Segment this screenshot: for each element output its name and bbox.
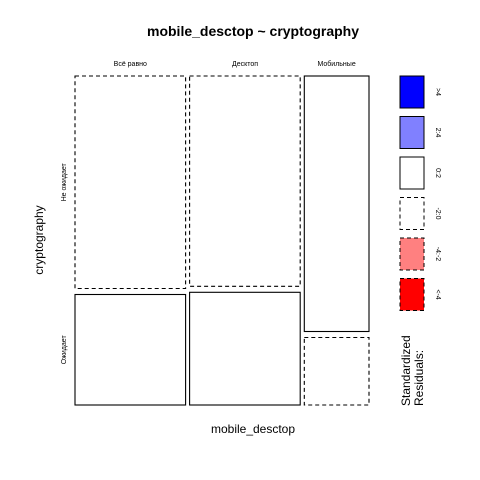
legend-swatch-4 — [399, 197, 425, 230]
y-axis-label: cryptography — [32, 205, 46, 274]
legend-label-2: 2:4 — [434, 128, 441, 138]
x-category-label: Всё равно — [114, 61, 147, 68]
legend-swatch-2 — [399, 116, 425, 149]
legend-swatch-6 — [399, 278, 425, 311]
legend-swatch-3 — [399, 156, 425, 190]
mosaic-cell-3-2 — [303, 336, 370, 406]
y-category-label: Не ожидает — [61, 162, 68, 201]
legend-title-line1: Standardized — [399, 335, 413, 406]
y-category-label: Ожидает — [61, 335, 68, 365]
mosaic-cell-3-1 — [303, 75, 370, 333]
mosaic-cell-2-2 — [189, 291, 301, 406]
x-category-labels: Всё равно Десктоп Мобильные — [114, 60, 356, 68]
mosaic-cell-1-1 — [74, 75, 187, 290]
mosaic-cell-2-1 — [189, 75, 301, 287]
legend-label-1: >4 — [434, 88, 441, 96]
legend-title-line2: Residuals: — [412, 350, 426, 406]
mosaic-cells — [74, 75, 370, 406]
x-axis-label: mobile_desctop — [211, 422, 295, 436]
legend-swatch-5 — [399, 237, 425, 271]
legend-label-3: 0:2 — [434, 168, 441, 178]
mosaic-cell-1-2 — [74, 293, 187, 406]
legend-label-6: <-4 — [434, 289, 441, 299]
legend-label-5: -4:-2 — [434, 247, 441, 262]
x-category-label: Мобильные — [317, 60, 355, 68]
residuals-legend: >4 2:4 0:2 -2:0 -4:-2 <-4 — [399, 75, 441, 311]
x-category-label: Десктоп — [232, 61, 258, 68]
legend-label-4: -2:0 — [434, 207, 441, 219]
legend-swatch-1 — [399, 75, 425, 109]
chart-title: mobile_desctop ~ cryptography — [147, 23, 359, 39]
